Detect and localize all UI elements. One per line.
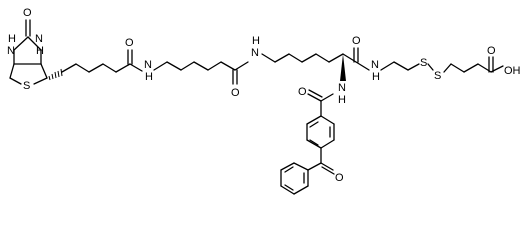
carboxyl-hydroxyl: OH [504, 65, 521, 77]
disulfide-sulfur-2: S [434, 70, 441, 82]
aminocaproyl-chain [153, 61, 249, 85]
disulfide-linker [380, 56, 504, 73]
carboxyl-oxygen: O [487, 45, 496, 57]
lysine-chain [261, 47, 370, 71]
central-benzene-ring [306, 115, 335, 149]
phenyl-ring [280, 162, 309, 195]
amide4-oxygen: O [298, 86, 307, 98]
stereo-hash-bond [48, 68, 63, 81]
valeryl-chain [61, 49, 143, 73]
amide3-oxygen: O [352, 35, 361, 47]
amide2-oxygen: O [231, 87, 240, 99]
biotin-ureido-oxygen: O [23, 7, 32, 19]
benzoyl-amide [307, 89, 334, 117]
biotin-core [9, 19, 48, 85]
ketone-oxygen: O [335, 172, 344, 184]
amide1-oxygen: O [125, 37, 134, 49]
benzophenone-ketone [307, 147, 335, 175]
disulfide-sulfur-1: S [420, 57, 427, 69]
biotin-sulfur: S [23, 80, 30, 92]
stereo-wedge-bond [340, 54, 346, 81]
